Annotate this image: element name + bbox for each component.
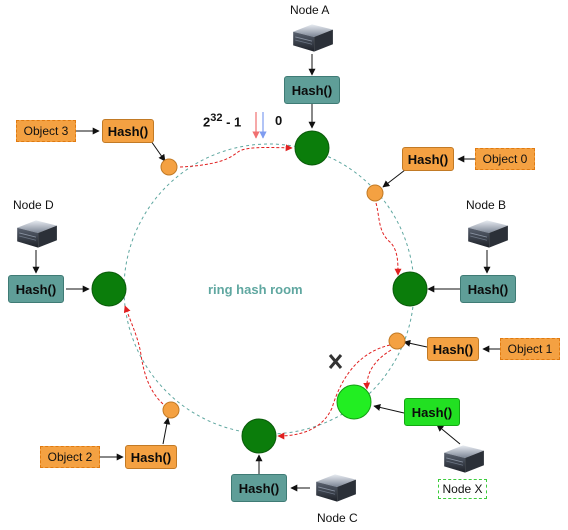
object-3-ring-dot [160, 158, 178, 176]
ring-label: ring hash room [208, 282, 303, 297]
object-3-hash-to-ring-arrow [150, 140, 166, 162]
ring-max-label: 232 - 1 [203, 112, 241, 129]
object-1-ring-dot [388, 332, 406, 350]
node-x-hash-box: Hash() [404, 398, 460, 426]
node-a-label: Node A [290, 3, 330, 17]
object-2-ring-dot [162, 401, 180, 419]
node-x-to-hash-arrow [436, 424, 461, 445]
removed-mapping-x-icon [328, 354, 343, 369]
node-x-server-icon [443, 444, 485, 474]
object-3-hash-box: Hash() [102, 119, 154, 143]
node-d-ring-dot [91, 271, 127, 307]
object-1-label: Object 1 [500, 338, 560, 360]
ring-max-base: 2 [203, 114, 211, 130]
object-0-hash-box: Hash() [402, 147, 454, 171]
node-x-ring-dot [336, 384, 372, 420]
node-a-ring-dot [294, 130, 330, 166]
ring-max-tail: - 1 [222, 114, 242, 130]
node-d-server-icon [16, 219, 58, 249]
object-2-hash-to-ring-arrow [162, 417, 171, 445]
node-x-label: Node X [438, 479, 487, 499]
node-d-label: Node D [13, 198, 54, 212]
object-0-label: Object 0 [475, 148, 535, 170]
node-c-server-icon [315, 473, 357, 503]
node-b-ring-dot [392, 271, 428, 307]
object-3-label: Object 3 [16, 120, 76, 142]
node-d-hash-box: Hash() [8, 275, 64, 303]
node-c-hash-box: Hash() [231, 474, 287, 502]
node-a-server-icon [292, 23, 334, 53]
object-1-hash-to-ring-arrow [403, 339, 428, 348]
node-a-hash-box: Hash() [284, 76, 340, 104]
object-2-to-node-d-mapping [123, 305, 164, 405]
node-c-ring-dot [241, 418, 277, 454]
node-b-label: Node B [466, 198, 507, 212]
object-1-to-node-x-mapping [363, 349, 392, 390]
object-0-hash-to-ring-arrow [382, 169, 406, 188]
node-b-hash-box: Hash() [460, 275, 516, 303]
ring-max-exponent: 32 [210, 112, 223, 124]
object-0-to-node-b-mapping [375, 202, 402, 276]
object-2-label: Object 2 [40, 446, 100, 468]
object-0-ring-dot [366, 184, 384, 202]
node-x-hash-to-ring-arrow [373, 404, 405, 414]
node-b-server-icon [467, 219, 509, 249]
node-c-label: Node C [317, 511, 358, 525]
object-2-hash-box: Hash() [125, 445, 177, 469]
ring-zero-label: 0 [275, 113, 283, 128]
object-3-to-node-a-mapping [179, 144, 293, 168]
object-1-hash-box: Hash() [427, 337, 479, 361]
